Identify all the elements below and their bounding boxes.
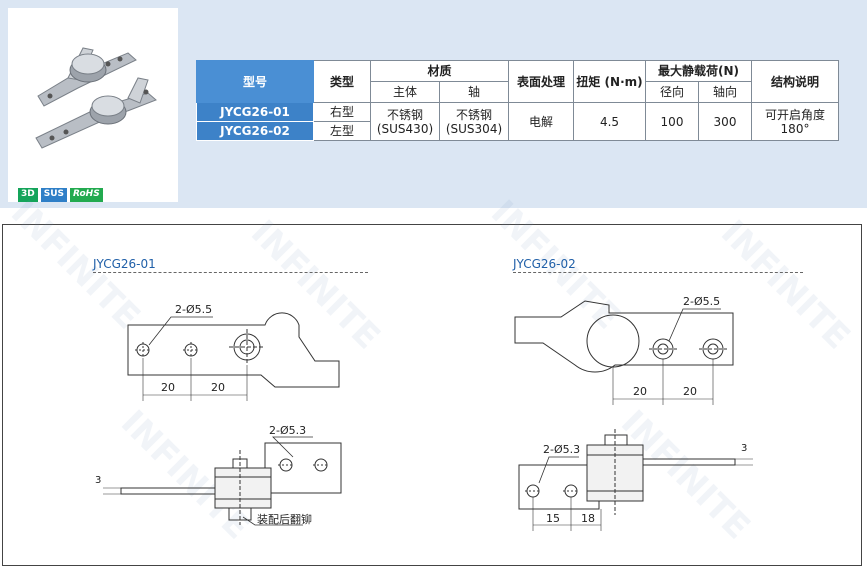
row-model: JYCG26-01 — [196, 102, 314, 122]
right-hole-label: 2-Ø5.5 — [683, 295, 720, 308]
header-material: 材质 — [370, 60, 509, 82]
header-load-axial: 轴向 — [698, 81, 752, 103]
cell-torque: 4.5 — [573, 102, 646, 141]
product-photo-card: 3D SUS RoHS — [8, 8, 178, 202]
badge-rohs: RoHS — [70, 188, 103, 202]
drawing-title-right: JYCG26-02 — [513, 257, 576, 271]
header-surface: 表面处理 — [508, 60, 574, 103]
structure-line2: 180° — [780, 121, 810, 136]
header-material-shaft: 轴 — [439, 81, 509, 103]
row-model: JYCG26-02 — [196, 121, 314, 141]
title-underline-right — [513, 272, 803, 273]
right-top-view — [514, 300, 734, 405]
header-torque: 扭矩 (N·m) — [573, 60, 646, 103]
right-dim-a: 20 — [633, 385, 647, 398]
header-model: 型号 — [196, 60, 314, 103]
drawing-title-left: JYCG26-01 — [93, 257, 156, 271]
main-material-line2: (SUS430) — [376, 121, 434, 136]
left-side-view — [103, 436, 342, 526]
cell-structure: 可开启角度 180° — [751, 102, 839, 141]
left-rivet-note: 装配后翻铆 — [257, 512, 312, 526]
right-dim-c: 15 — [546, 512, 560, 525]
badge-3d: 3D — [18, 188, 38, 202]
right-thickness-label: 3 — [741, 443, 747, 454]
cell-shaft-material: 不锈钢 (SUS304) — [439, 102, 509, 141]
title-underline-left — [93, 272, 368, 273]
header-max-load: 最大静载荷(N) — [645, 60, 752, 82]
cell-radial: 100 — [645, 102, 699, 141]
table-row: JYCG26-01 右型 不锈钢 (SUS430) 不锈钢 (SUS304) 电… — [196, 102, 839, 141]
hinge-product-image — [35, 47, 157, 149]
row-type: 右型 — [313, 102, 371, 122]
badge-sus: SUS — [40, 188, 68, 202]
right-dim-d: 18 — [581, 512, 595, 525]
row-type: 左型 — [313, 121, 371, 141]
cell-surface: 电解 — [508, 102, 574, 141]
shaft-material-line2: (SUS304) — [445, 121, 503, 136]
cell-axial: 300 — [698, 102, 752, 141]
right-side-view — [518, 429, 753, 531]
left-thickness-label: 3 — [95, 475, 101, 486]
main-material-line1: 不锈钢 — [386, 107, 423, 122]
shaft-material-line1: 不锈钢 — [455, 107, 492, 122]
right-dim-b: 20 — [683, 385, 697, 398]
drawing-svg: 2-Ø5.5 20 20 2-Ø5.3 3 装配后翻铆 — [95, 295, 753, 531]
left-dim-a: 20 — [161, 381, 175, 394]
left-hole-label: 2-Ø5.5 — [175, 303, 212, 316]
structure-line1: 可开启角度 — [764, 107, 825, 122]
technical-drawing-panel: INFINITE INFINITE INFINITE INFINITE INFI… — [2, 193, 862, 566]
right-side-hole-label: 2-Ø5.3 — [543, 443, 580, 456]
spec-table: 型号 类型 材质 表面处理 扭矩 (N·m) 最大静载荷(N) 结构说明 主体 … — [196, 60, 839, 141]
left-dim-b: 20 — [211, 381, 225, 394]
left-side-hole-label: 2-Ø5.3 — [269, 424, 306, 437]
certification-badges: 3D SUS RoHS — [18, 188, 103, 202]
header-type: 类型 — [313, 60, 371, 103]
cell-main-material: 不锈钢 (SUS430) — [370, 102, 440, 141]
header-material-main: 主体 — [370, 81, 440, 103]
header-structure: 结构说明 — [751, 60, 839, 103]
header-load-radial: 径向 — [645, 81, 699, 103]
spec-panel: 3D SUS RoHS 型号 类型 材质 表面处理 扭矩 (N·m) 最大静载荷… — [0, 0, 867, 208]
table-row: JYCG26-02 左型 — [196, 121, 839, 141]
left-top-view — [127, 312, 340, 401]
